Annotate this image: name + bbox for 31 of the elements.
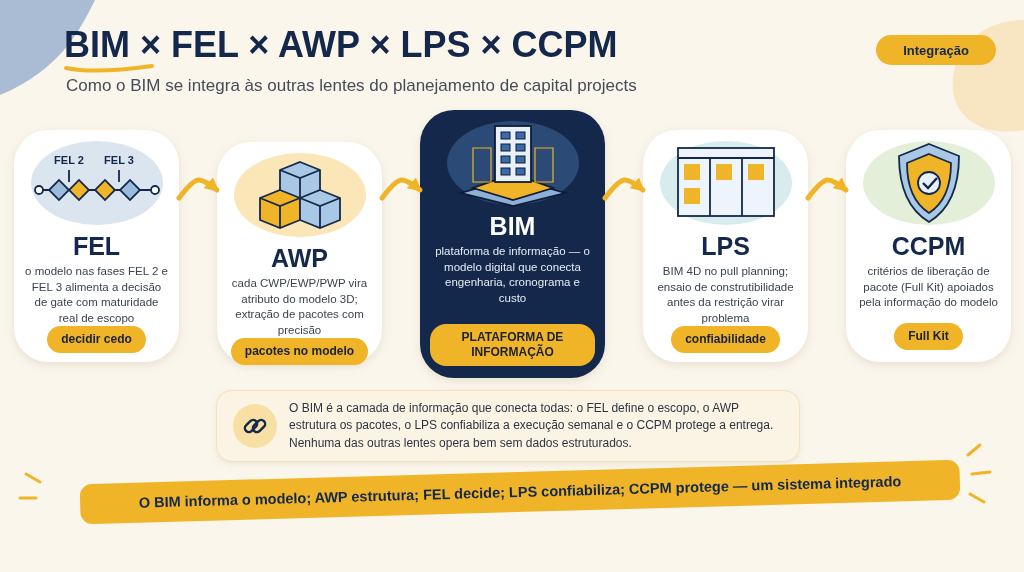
curved-arrow (176, 177, 220, 201)
curved-arrow (805, 177, 849, 201)
tag-pill: Full Kit (894, 323, 963, 350)
card-description: cada CWP/EWP/PWP vira atributo do modelo 3D; extração de pacotes com precisão (230, 276, 369, 338)
card-heading: LPS (701, 232, 750, 261)
lens-card (643, 130, 808, 362)
category-tag (876, 35, 996, 65)
tag-label: Integração (903, 42, 969, 58)
note-text: O BIM é a camada de informação que conecta todas: o FEL define o escopo, o AWP estrutura os pacotes, o LPS confiabiliza a execução semanal e o CCPM protege a entrega. Nenhuma das outras lentes opera bem sem dados estruturados. (289, 400, 775, 452)
card-description: o modelo nas fases FEL 2 e FEL 3 alimenta a decisão de gate com maturidade real de escopo (24, 264, 169, 326)
card-description: critérios de liberação de pacote (Full Kit) apoiados pela informação do modelo (858, 264, 999, 311)
lens-card (846, 130, 1011, 362)
note-box (216, 390, 800, 462)
title: BIM × FEL × AWP × LPS × CCPM (64, 24, 618, 66)
tag-pill: decidir cedo (47, 326, 146, 354)
curved-arrow (602, 177, 646, 201)
card-description: plataforma de informação — o modelo digital que conecta engenharia, cronograma e custo (434, 244, 591, 306)
tag-pill: pacotes no modelo (230, 338, 369, 366)
lens-card (420, 110, 605, 378)
curved-arrow (379, 177, 423, 201)
card-heading: AWP (271, 244, 328, 273)
summary-text: O BIM informa o modelo; AWP estrutura; FEL decide; LPS confiabiliza; CCPM protege — um sistema integrado (138, 473, 902, 511)
tag-pill: PLATAFORMA DE INFORMAÇÃO (430, 324, 595, 366)
tag-pill: confiabilidade (671, 326, 780, 354)
card-heading: BIM (489, 212, 536, 241)
lens-card (14, 130, 179, 362)
card-heading: FEL (72, 232, 121, 261)
subtitle: Como o BIM se integra às outras lentes do planejamento de capital projects (66, 76, 637, 96)
card-description: BIM 4D no pull planning; ensaio de construtibilidade antes da restrição virar problema (656, 264, 795, 326)
lens-card (217, 142, 382, 364)
card-heading: CCPM (891, 232, 966, 261)
